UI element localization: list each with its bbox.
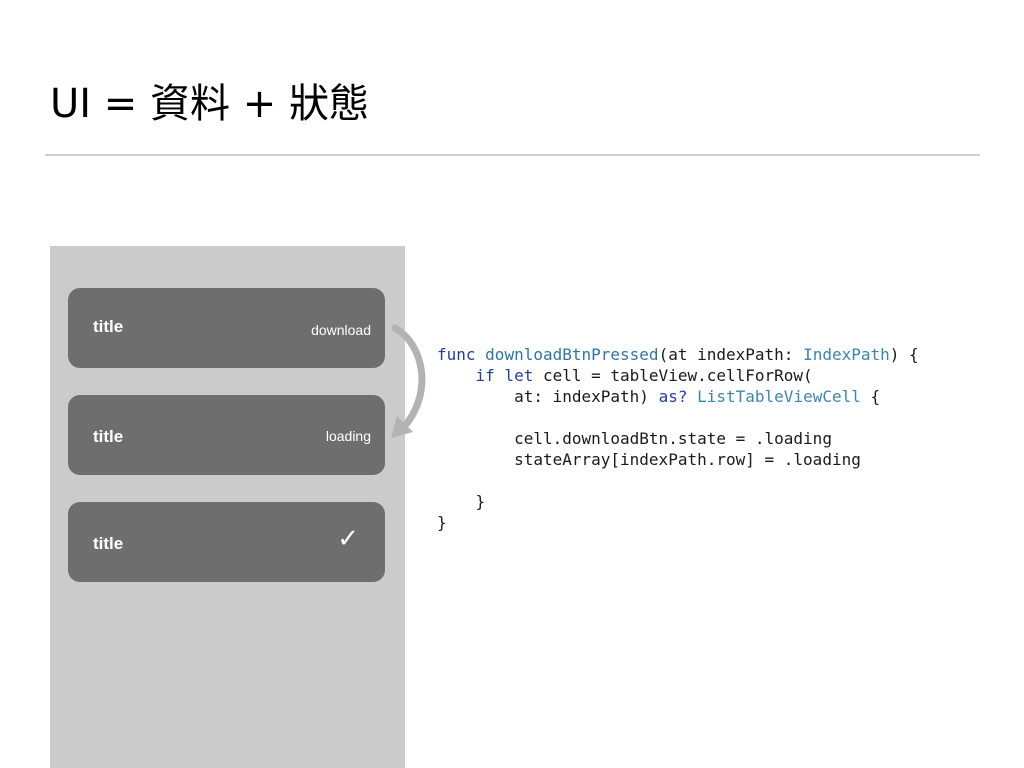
code-token: ListTableViewCell — [697, 387, 861, 406]
code-token: at: indexPath) — [437, 387, 659, 406]
checkmark-icon: ✓ — [337, 524, 359, 554]
slide-title: UI = 資料 + 狀態 — [50, 81, 369, 127]
state-transition-arrow-icon — [391, 324, 426, 438]
cell-title: title — [93, 534, 124, 553]
code-token — [437, 366, 476, 385]
code-token: ) { — [889, 345, 919, 364]
code-block: func downloadBtnPressed(at indexPath: In… — [437, 344, 919, 533]
code-token: (at indexPath: — [658, 345, 804, 364]
code-token: } — [437, 513, 447, 532]
code-line: } — [437, 492, 486, 511]
code-token: downloadBtnPressed — [485, 345, 659, 364]
code-line: func downloadBtnPressed(at indexPath: In… — [437, 345, 919, 364]
loading-label: loading — [325, 428, 371, 444]
cell-title: title — [93, 427, 124, 446]
code-token: { — [860, 387, 881, 406]
phone-screen: title download title loading title ✓ — [50, 246, 405, 768]
code-token: cell.downloadBtn.state = .loading — [437, 429, 832, 448]
title-divider — [45, 154, 980, 156]
list-cell-download[interactable]: title download — [68, 288, 385, 368]
code-token: } — [437, 492, 486, 511]
download-button[interactable]: download — [311, 322, 371, 338]
code-token: stateArray[indexPath.row] = .loading — [437, 450, 861, 469]
code-token: if let — [475, 366, 534, 385]
code-line: } — [437, 513, 447, 532]
list-cell-done[interactable]: title ✓ — [68, 502, 385, 582]
code-token — [687, 387, 697, 406]
code-token: as? — [658, 387, 688, 406]
code-token: IndexPath — [803, 345, 890, 364]
code-token: cell = tableView.cellForRow( — [533, 366, 813, 385]
code-line: cell.downloadBtn.state = .loading — [437, 429, 832, 448]
list-cell-loading[interactable]: title loading — [68, 395, 385, 475]
code-line: stateArray[indexPath.row] = .loading — [437, 450, 861, 469]
code-line: if let cell = tableView.cellForRow( — [437, 366, 813, 385]
code-line: at: indexPath) as? ListTableViewCell { — [437, 387, 880, 406]
code-token: func — [437, 345, 486, 364]
cell-title: title — [93, 317, 124, 336]
